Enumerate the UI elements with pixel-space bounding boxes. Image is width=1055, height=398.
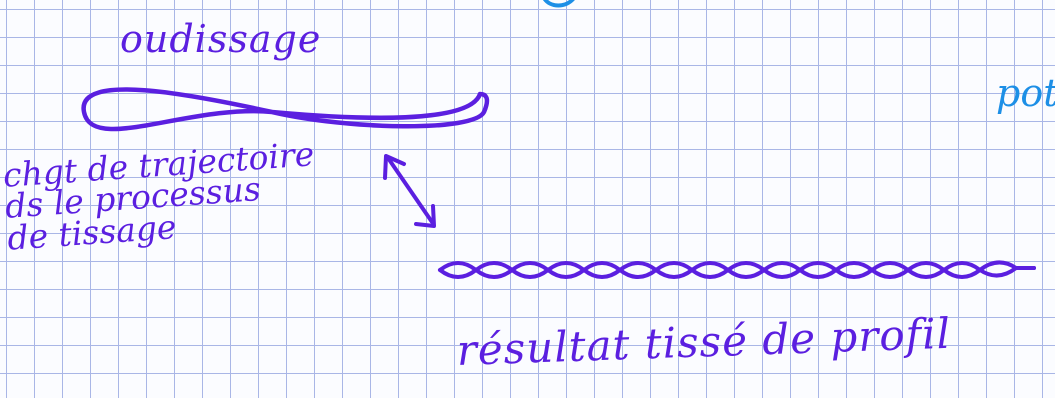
edge-handwritten-label: pot	[996, 71, 1055, 115]
top-handwritten-label: oudissage	[120, 17, 322, 61]
blue-ink-mark	[543, 0, 575, 8]
